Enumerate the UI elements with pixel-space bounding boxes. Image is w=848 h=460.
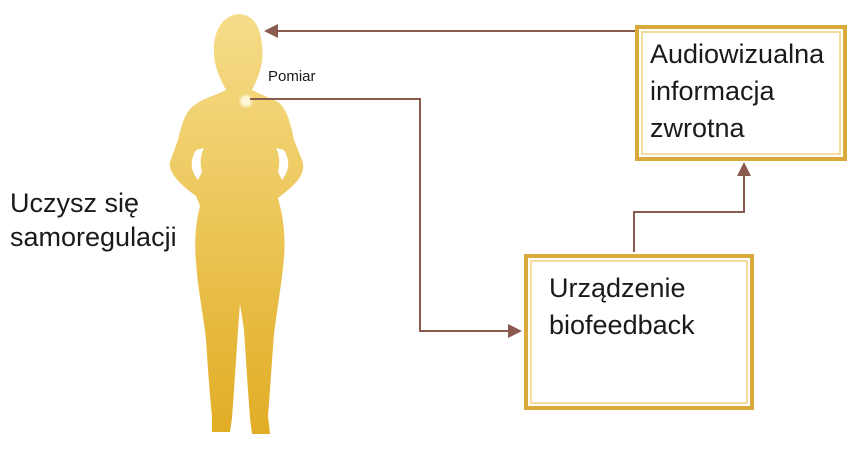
measurement-label: Pomiar (268, 68, 316, 85)
biofeedback-line1: Urządzenie (549, 270, 695, 307)
audiovisual-line1: Audiowizualna (650, 36, 824, 73)
self-regulation-line1: Uczysz się (10, 186, 177, 220)
audiovisual-box-text: Audiowizualna informacja zwrotna (650, 36, 824, 147)
biofeedback-box-text: Urządzenie biofeedback (549, 270, 695, 344)
biofeedback-line2: biofeedback (549, 307, 695, 344)
self-regulation-label: Uczysz się samoregulacji (10, 186, 177, 254)
feedback-up-arrow (634, 162, 751, 252)
audiovisual-line2: informacja (650, 73, 824, 110)
sensor-dot (240, 95, 252, 107)
self-regulation-line2: samoregulacji (10, 220, 177, 254)
audiovisual-line3: zwrotna (650, 110, 824, 147)
